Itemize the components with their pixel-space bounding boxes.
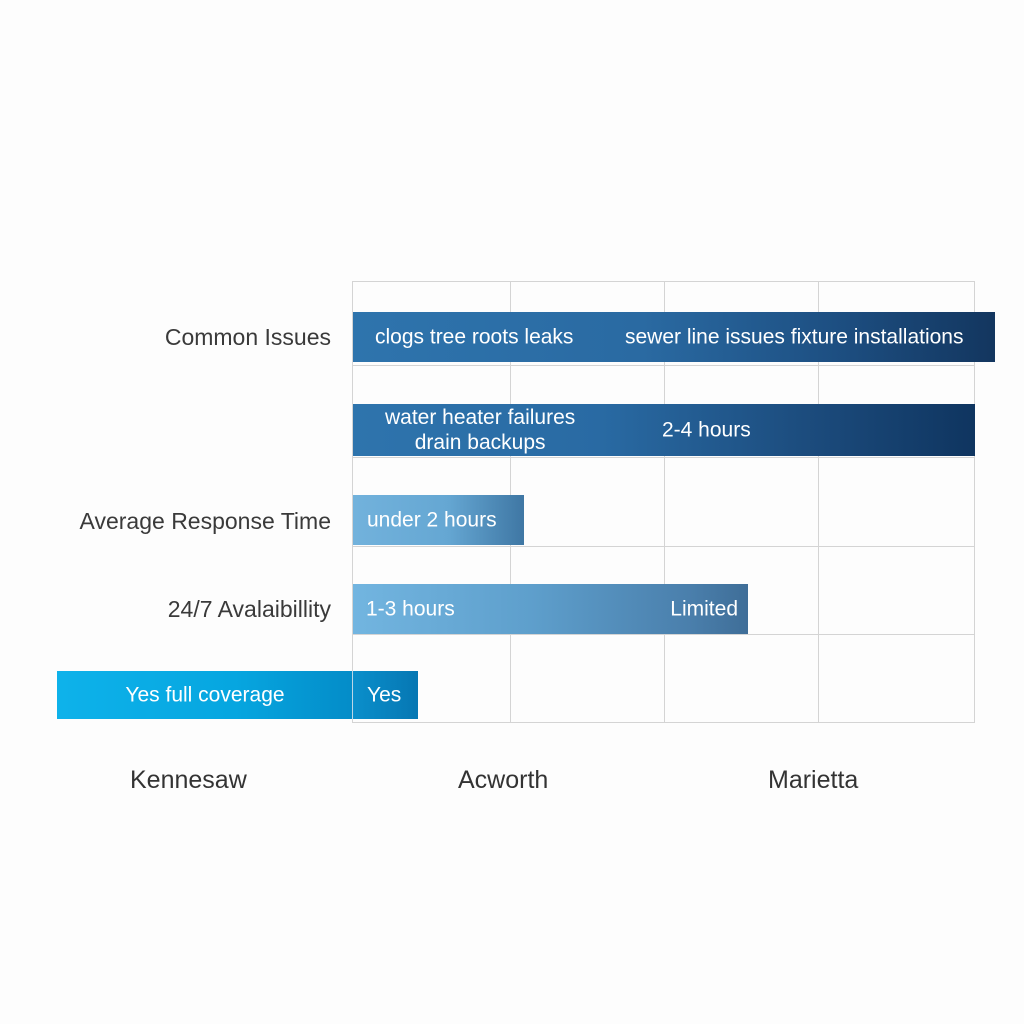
grid-vline <box>818 282 819 722</box>
bar-label: Yes full coverage <box>125 683 285 707</box>
grid-vline <box>664 282 665 722</box>
row-label-common-issues: Common Issues <box>164 324 331 350</box>
grid-hline <box>353 457 974 458</box>
bar-water-heater: water heater failures drain backups 2-4 … <box>353 404 975 456</box>
column-label-acworth: Acworth <box>458 766 549 794</box>
bar-full-coverage: Yes full coverage <box>57 671 353 719</box>
bar-label: Limited <box>670 597 738 621</box>
bar-common-issues: clogs tree roots leaks sewer line issues… <box>353 312 995 362</box>
bar-label: Yes <box>367 683 402 707</box>
row-label-average-response-time: Average Response Time <box>79 508 331 534</box>
bar-under-2-hours: under 2 hours <box>353 495 524 545</box>
grid-hline <box>353 365 974 366</box>
bar-label-multiline: water heater failures drain backups <box>385 405 575 455</box>
bar-label-line: water heater failures <box>385 405 576 429</box>
row-label-availability: 24/7 Avalaibillity <box>167 596 331 622</box>
bar-label-line: drain backups <box>414 431 546 454</box>
column-label-marietta: Marietta <box>768 766 859 794</box>
grid-hline <box>353 546 974 547</box>
bar-label: under 2 hours <box>367 508 497 532</box>
bar-yes: Yes <box>352 671 418 719</box>
bar-label: 1-3 hours <box>366 597 455 621</box>
bar-label: clogs tree roots leaks <box>375 325 574 349</box>
bar-1-3-hours: 1-3 hours Limited <box>353 584 748 634</box>
chart-grid <box>352 281 975 723</box>
grid-hline <box>353 634 974 635</box>
column-label-kennesaw: Kennesaw <box>130 766 247 794</box>
bar-label: sewer line issues fixture installations <box>625 325 964 349</box>
bar-label: 2-4 hours <box>662 418 751 442</box>
